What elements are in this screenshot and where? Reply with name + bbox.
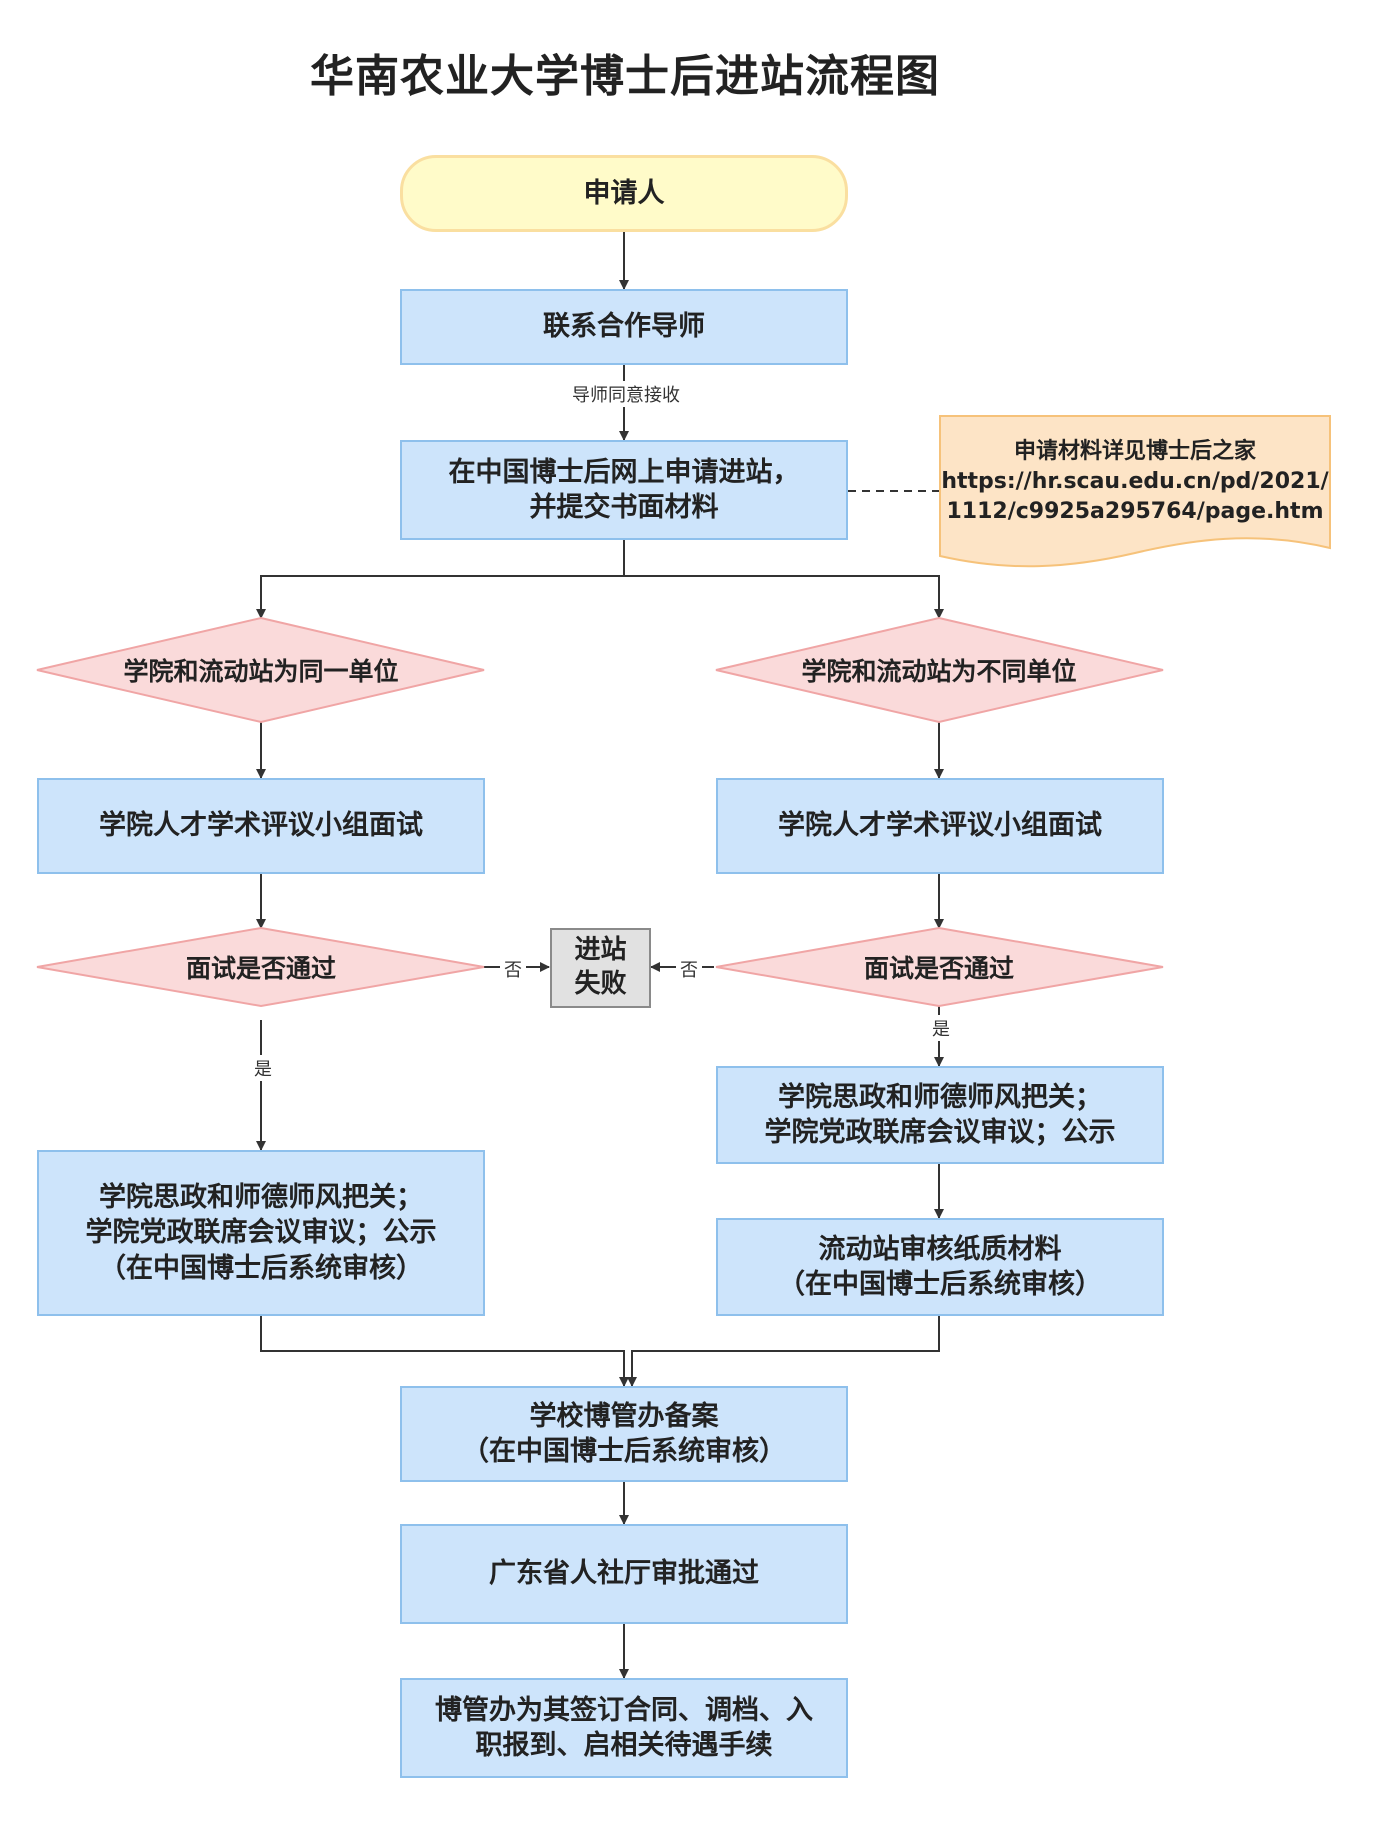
left-interview-node: 学院人才学术评议小组面试 bbox=[37, 778, 485, 874]
right-pass-diamond bbox=[715, 926, 1164, 1008]
note-shape bbox=[939, 415, 1331, 568]
contact-advisor-node: 联系合作导师 bbox=[400, 289, 848, 365]
left-no-label: 否 bbox=[500, 956, 526, 982]
left-review-node: 学院思政和师德师风把关； 学院党政联席会议审议；公示 （在中国博士后系统审核） bbox=[37, 1150, 485, 1316]
left-pass-diamond bbox=[36, 926, 485, 1008]
material-note: 申请材料详见博士后之家 https://hr.scau.edu.cn/pd/20… bbox=[940, 432, 1330, 532]
page-title: 华南农业大学博士后进站流程图 bbox=[310, 51, 940, 102]
left-yes-label: 是 bbox=[250, 1055, 276, 1081]
note-line-1: 申请材料详见博士后之家 bbox=[1013, 439, 1256, 465]
right-pass-decision: 面试是否通过 bbox=[863, 954, 1014, 983]
right-unit-decision: 学院和流动站为不同单位 bbox=[801, 657, 1077, 686]
applicant-node: 申请人 bbox=[400, 155, 848, 232]
right-unit-diamond bbox=[715, 616, 1164, 724]
left-unit-decision: 学院和流动站为同一单位 bbox=[123, 657, 399, 686]
right-interview-node: 学院人才学术评议小组面试 bbox=[716, 778, 1164, 874]
fail-node: 进站 失败 bbox=[550, 928, 651, 1008]
province-approval-node: 广东省人社厅审批通过 bbox=[400, 1524, 848, 1624]
note-line-2: https://hr.scau.edu.cn/pd/2021/ bbox=[941, 469, 1329, 495]
left-unit-diamond bbox=[36, 616, 485, 724]
advisor-agree-label: 导师同意接收 bbox=[555, 381, 697, 407]
final-procedures-node: 博管办为其签订合同、调档、入 职报到、启相关待遇手续 bbox=[400, 1678, 848, 1778]
right-no-label: 否 bbox=[676, 956, 702, 982]
right-yes-label: 是 bbox=[928, 1015, 954, 1041]
apply-online-node: 在中国博士后网上申请进站， 并提交书面材料 bbox=[400, 440, 848, 540]
note-line-3: 1112/c9925a295764/page.htm bbox=[946, 498, 1324, 524]
left-pass-decision: 面试是否通过 bbox=[185, 954, 336, 983]
right-review-node: 学院思政和师德师风把关； 学院党政联席会议审议；公示 bbox=[716, 1066, 1164, 1164]
school-record-node: 学校博管办备案 （在中国博士后系统审核） bbox=[400, 1386, 848, 1482]
station-review-node: 流动站审核纸质材料 （在中国博士后系统审核） bbox=[716, 1218, 1164, 1316]
